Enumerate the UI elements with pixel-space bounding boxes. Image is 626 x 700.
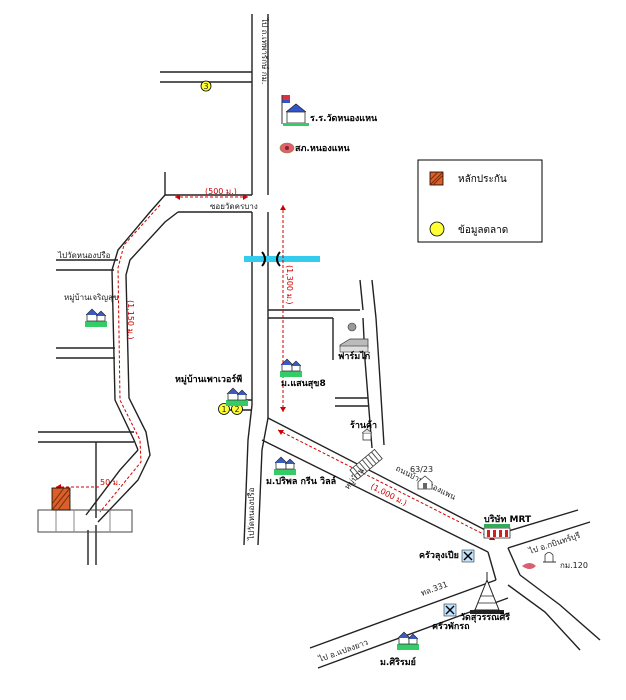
- east-road-b: [507, 584, 581, 651]
- label-shop: ร้านค้า: [350, 420, 377, 431]
- label-school: ร.ร.วัดหนองแหน: [310, 113, 378, 124]
- market-marker-3: [200, 80, 212, 92]
- police-station-icon: [279, 142, 295, 154]
- market-markers: 3 1 2: [200, 80, 243, 415]
- label-restaurant-2: ครัวพักรถ: [432, 621, 470, 632]
- distance-line-1000: [277, 429, 496, 541]
- label-power-village: หมู่บ้านเพาเวอร์พี: [175, 373, 242, 385]
- mrt-building-icon: [483, 524, 511, 539]
- south-road-right: [507, 547, 521, 576]
- restaurant-icon-2: [443, 603, 457, 617]
- distance-line-1150: [99, 204, 161, 513]
- road-label-km120: กม.120: [560, 561, 588, 570]
- road-label-north: ไป ถ.เทพารักษ์ กม.: [260, 17, 270, 84]
- label-house-no: 63/23: [410, 465, 433, 474]
- south-road-left: [487, 551, 497, 581]
- market-marker-1-label: 1: [222, 405, 227, 414]
- school-icon: [281, 95, 309, 126]
- road-label-soi-wat: ซอยวัดครบาง: [210, 202, 258, 211]
- collateral-plot: [37, 487, 133, 533]
- market-marker-2-label: 2: [235, 405, 240, 414]
- route331-upper: [309, 579, 497, 649]
- winding-road-lower-left: [85, 449, 139, 516]
- label-saensuk: ม.แสนสุข8: [281, 379, 326, 389]
- apartment-building-icon: [349, 448, 383, 480]
- collateral-hatch: [429, 171, 444, 186]
- market-data-circle-icon: [429, 221, 445, 237]
- canal-bridge: [244, 251, 320, 267]
- road-network: [38, 14, 601, 669]
- house-icon: [417, 475, 433, 490]
- arrow-500-right: [243, 194, 248, 200]
- arrow-500-left: [175, 194, 180, 200]
- east-road-a: [519, 574, 601, 641]
- label-pruksa: ม.ปริพล กรีน วิลล์: [266, 475, 336, 487]
- main-road-lower-edge: [261, 439, 489, 553]
- distance-lines: [56, 196, 496, 541]
- winding-road-right-edge: [97, 211, 179, 523]
- label-sirirom: ม.ศิริรมย์: [380, 656, 416, 668]
- km-marker-icon: [543, 552, 556, 563]
- legend-collateral-label: หลักประกัน: [458, 174, 507, 185]
- market-marker-3-label: 3: [204, 82, 209, 91]
- distance-label-1000: (1,000 ม.): [369, 482, 408, 508]
- village-icon-power: [225, 387, 249, 407]
- road-south-right-edge: [257, 417, 269, 546]
- arrow-1300-bottom: [280, 407, 286, 412]
- road-east-right-edge: [375, 317, 385, 446]
- plot-row: [37, 509, 133, 533]
- canal: [244, 256, 320, 262]
- kabin-road-lower: [507, 521, 591, 549]
- collateral-marker-hatch: [51, 487, 71, 511]
- label-temple: วัดสุวรรณศิรี: [460, 612, 510, 623]
- label-police: สภ.หนองแหน: [295, 144, 350, 154]
- farm-icon: [339, 322, 369, 353]
- shop-icon: [361, 428, 373, 441]
- arrow-1300-top: [280, 205, 286, 210]
- distance-label-1300: (1,300 ม.): [285, 265, 294, 305]
- restaurant-icon-1: [461, 549, 475, 563]
- label-farm: ฟาร์มไก่: [338, 350, 370, 362]
- road-east-left-edge: [362, 317, 373, 449]
- label-mrt: บริษัท MRT: [484, 514, 532, 525]
- road-label-plaengyao: ไป อ.แปลงยาว: [317, 638, 370, 664]
- label-village-charoen: หมู่บ้านเจริญสุข: [64, 293, 118, 303]
- bridge-left-bracket: [261, 251, 266, 267]
- winding-road-left-edge: [111, 194, 166, 451]
- arrow-1000-start: [278, 430, 284, 435]
- distance-label-500: (500 ม.): [205, 187, 237, 196]
- route-sign-icon: [522, 563, 536, 569]
- market-marker-1: [218, 403, 230, 415]
- road-label-soi-nongprue-bottom: ไปวัดหนองปรือ: [247, 487, 256, 541]
- bridge-right-bracket: [276, 251, 281, 267]
- main-road-upper-edge: [267, 417, 496, 536]
- temple-icon: [470, 572, 504, 614]
- road-label-soi-nongprue: ไปวัดหนองปรือ: [57, 251, 111, 260]
- label-restaurant-1: ครัวลุงเปีย: [419, 550, 459, 561]
- distance-label-1150: (1,150 ม.): [126, 300, 135, 340]
- village-icon-charoen: [84, 308, 108, 328]
- village-icon-pruksa: [273, 456, 297, 476]
- road-south-left-edge: [243, 404, 253, 546]
- distance-arrowheads: [56, 194, 495, 540]
- legend-market-label: ข้อมูลตลาด: [458, 224, 508, 236]
- legend: หลักประกัน ข้อมูลตลาด: [417, 159, 543, 243]
- road-east-upper-right: [371, 279, 377, 319]
- road-label-331: ทล.331: [420, 580, 449, 598]
- road-east-upper-left: [359, 279, 364, 311]
- distance-label-50: 50 ม.: [100, 478, 121, 487]
